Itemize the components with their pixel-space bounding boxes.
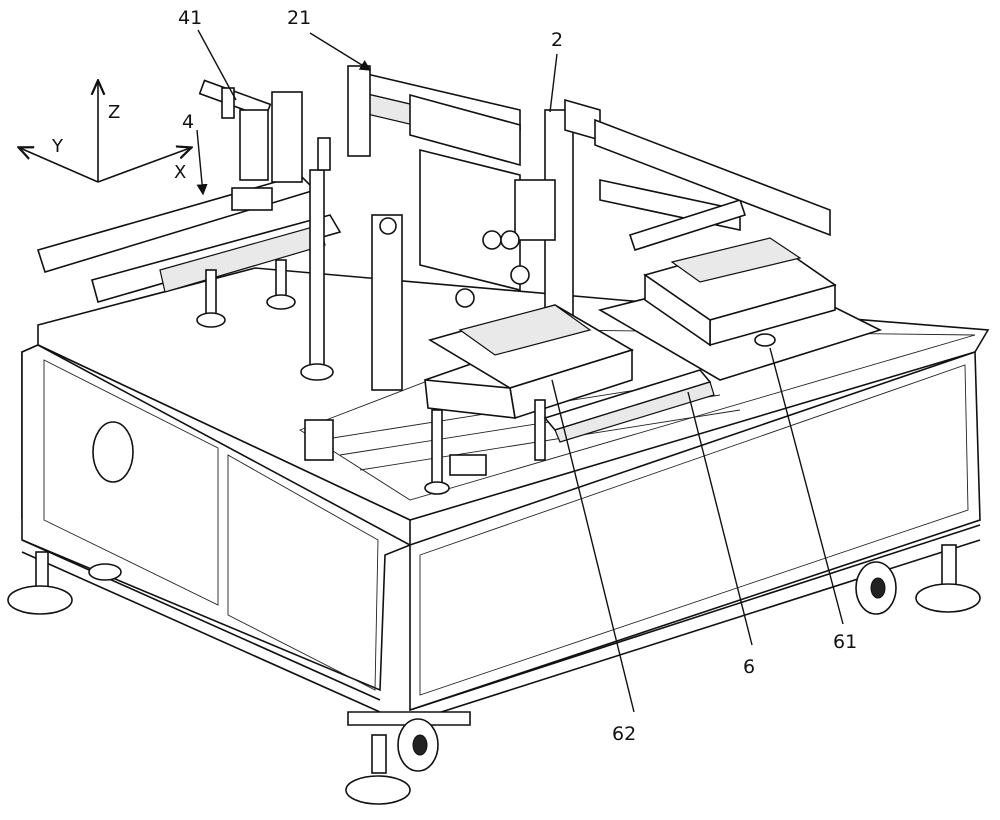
foot-left [7, 551, 73, 615]
leveling-feet [7, 544, 981, 805]
caster-left [88, 563, 122, 581]
rail-slider [449, 454, 487, 476]
label-6: 6 [743, 656, 755, 678]
label-41: 41 [178, 7, 202, 29]
leader-61 [769, 347, 844, 625]
tray-side-62 [424, 379, 516, 419]
corner-foot-plate [347, 711, 471, 726]
label-21: 21 [287, 7, 311, 29]
front-bottom-rail [409, 524, 981, 711]
z-axis-label: Z [108, 102, 120, 123]
left-panel-door-2 [227, 454, 379, 691]
front-panel-door [419, 364, 969, 696]
x-axis [97, 148, 190, 183]
leader-2 [549, 53, 558, 113]
label-4: 4 [182, 111, 194, 133]
post-41 [221, 87, 235, 119]
x-axis-label: X [174, 162, 186, 183]
foot-right [915, 544, 981, 613]
leader-6 [687, 391, 753, 646]
reference-labels: 41 21 2 4 62 6 61 [178, 7, 857, 745]
tray-station-61 [597, 237, 883, 381]
rail-end-block [304, 419, 334, 461]
label-61: 61 [833, 631, 857, 653]
y-axis [20, 148, 99, 183]
column-cap [317, 137, 331, 171]
foot-front [345, 734, 411, 805]
feeder-base-block [231, 187, 273, 211]
cable-port-hole [92, 421, 134, 483]
left-bottom-rail [21, 539, 381, 701]
caster-right [855, 561, 897, 615]
feeder-assembly [36, 79, 342, 381]
label-2: 2 [551, 29, 563, 51]
coordinate-axes: Z Y X [20, 82, 190, 183]
cabinet-front-side [409, 350, 981, 712]
y-axis-label: Y [51, 136, 64, 157]
gripper-block [514, 179, 556, 241]
cylinder-block-41 [239, 109, 269, 181]
support-column-center [371, 214, 403, 391]
leader-62 [551, 379, 635, 713]
tray-side-61 [644, 273, 711, 347]
feed-belt [159, 224, 326, 293]
caster-front [397, 718, 439, 772]
support-column-left [309, 169, 325, 371]
gantry-end-plate [347, 65, 371, 157]
tray-station-62 [424, 304, 634, 495]
leader-4 [196, 129, 208, 196]
vertical-plate [419, 148, 521, 292]
rear-plate [594, 118, 831, 237]
left-panel-door-1 [43, 359, 219, 606]
cylinder-block-2 [271, 91, 303, 183]
guide-rail-6 [304, 369, 715, 476]
leader-21 [309, 32, 372, 71]
side-bracket [628, 198, 747, 252]
left-bottom-rail-2 [21, 551, 381, 713]
leader-41 [197, 29, 237, 101]
label-62: 62 [612, 723, 636, 745]
linear-module [409, 93, 521, 167]
